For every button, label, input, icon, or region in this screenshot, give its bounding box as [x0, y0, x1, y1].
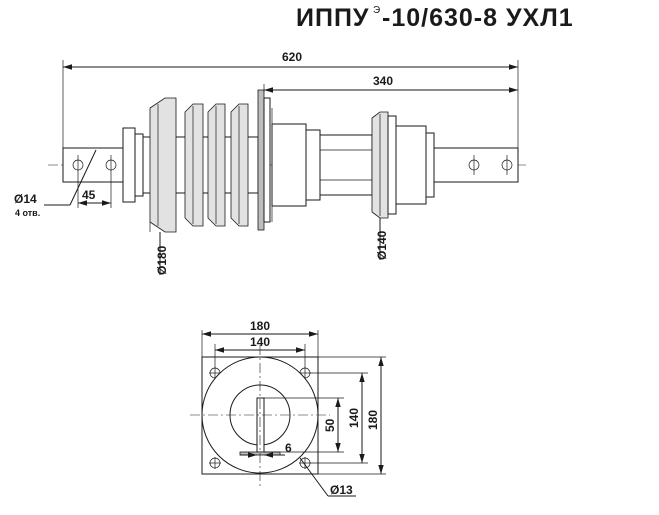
left-end-cap — [122, 127, 136, 203]
dim-overall-length: 620 — [282, 50, 302, 64]
title-suffix: -10/630-8 УХЛ1 — [382, 4, 574, 32]
dim-right-diameter: Ø140 — [375, 230, 389, 260]
dim-bar-thickness: 6 — [285, 441, 292, 455]
dim-hole-spacing: 45 — [82, 188, 96, 202]
terminal-bar-section — [256, 397, 265, 453]
dim-bar-width: 50 — [323, 418, 337, 432]
title-superscript: Э — [373, 5, 380, 16]
right-end-cap — [395, 125, 427, 205]
dim-flange-width: 180 — [250, 319, 270, 333]
drawing-title: ИППУ Э -10/630-8 УХЛ1 — [296, 4, 574, 32]
side-view: 620 340 45 Ø14 4 отв. Ø180 Ø140 — [14, 50, 528, 275]
right-insulator-body — [319, 134, 373, 196]
dim-shed-diameter: Ø180 — [155, 245, 169, 275]
shed-3 — [207, 103, 226, 227]
title-main: ИППУ — [296, 4, 369, 32]
flange-view: 180 140 180 140 50 6 Ø13 — [190, 319, 386, 497]
flange-collar — [271, 123, 307, 207]
dim-hole-diameter: Ø14 — [14, 192, 37, 206]
shed-large-1 — [149, 97, 177, 233]
dim-bolt-spacing: 140 — [250, 335, 270, 349]
dim-hole-count: 4 отв. — [15, 208, 40, 218]
dim-bolt-hole: Ø13 — [330, 483, 353, 497]
dim-bolt-spacing-vertical: 140 — [347, 408, 361, 428]
dim-right-length: 340 — [373, 74, 393, 88]
insulator-sheds — [149, 97, 249, 233]
shed-4 — [230, 103, 249, 227]
mounting-flange — [257, 89, 265, 231]
right-terminal-bar — [433, 147, 519, 183]
shed-2 — [184, 103, 204, 227]
dim-flange-height: 180 — [366, 410, 380, 430]
